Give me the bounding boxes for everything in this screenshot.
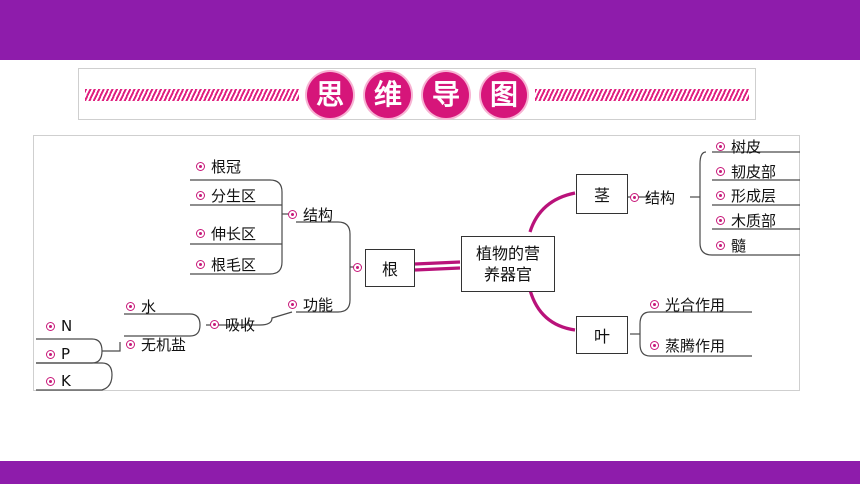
stem-structure-item-xylem: 木质部	[716, 210, 776, 231]
stem-node: 茎	[576, 174, 628, 214]
leaf-label: 分生区	[211, 187, 257, 205]
branch-label: 功能	[303, 296, 334, 314]
leaf-label: K	[61, 372, 71, 390]
root-structure-item-elongation: 伸长区	[196, 223, 256, 244]
stem-structure-label: 结构	[630, 187, 675, 208]
bullet-dot-icon	[716, 241, 725, 250]
bullet-dot-icon	[650, 341, 659, 350]
bullet-dot-icon	[716, 216, 725, 225]
center-node: 植物的营 养器官	[461, 236, 555, 292]
bullet-dot-icon	[630, 193, 639, 202]
stem-structure-item-phloem: 韧皮部	[716, 161, 776, 182]
bullet-dot-icon	[196, 229, 205, 238]
root-structure-item-root-hair: 根毛区	[196, 254, 256, 275]
stem-node-label: 茎	[593, 186, 610, 205]
absorb-item-water: 水	[126, 296, 156, 317]
title: 思 维 导 图	[307, 72, 529, 118]
mineral-item-n: N	[46, 317, 72, 335]
bullet-dot-icon	[46, 321, 55, 331]
root-node: 根	[365, 249, 415, 287]
leaf-label: 根毛区	[211, 256, 257, 274]
leaf-item-photosynthesis: 光合作用	[650, 294, 725, 315]
leaf-label: 根冠	[211, 158, 242, 176]
bullet-dot-icon	[716, 167, 725, 176]
leaf-label: 木质部	[731, 212, 777, 230]
leaf-label: 形成层	[731, 187, 777, 205]
title-banner: 思 维 导 图	[78, 68, 756, 120]
absorb-label: 吸收	[210, 314, 255, 335]
bullet-dot-icon	[716, 142, 725, 151]
bottom-bar	[0, 461, 860, 484]
branch-label: 吸收	[225, 316, 256, 334]
center-node-line-2: 养器官	[483, 265, 532, 284]
leaf-node: 叶	[576, 316, 628, 354]
bullet-dot-icon	[196, 162, 205, 171]
leaf-label: 无机盐	[141, 336, 187, 354]
leaf-label: N	[61, 317, 73, 335]
bullet-dot-icon	[196, 191, 205, 200]
mineral-item-p: P	[46, 345, 70, 363]
title-stripe-right	[535, 89, 749, 101]
title-char: 导	[423, 72, 469, 118]
leaf-label: 伸长区	[211, 225, 257, 243]
leaf-label: 光合作用	[665, 296, 726, 314]
root-structure-label: 结构	[288, 204, 333, 225]
absorb-item-minerals: 无机盐	[126, 334, 186, 355]
stem-structure-item-bark: 树皮	[716, 136, 761, 157]
bullet-dot-icon	[288, 210, 297, 219]
bullet-dot-icon	[46, 349, 55, 359]
title-char: 思	[307, 72, 353, 118]
mind-map-frame	[33, 135, 800, 391]
branch-label: 结构	[645, 189, 676, 207]
title-char: 图	[481, 72, 527, 118]
bullet-dot-icon	[650, 300, 659, 309]
title-char: 维	[365, 72, 411, 118]
stem-structure-item-cambium: 形成层	[716, 185, 776, 206]
root-structure-item-root-cap: 根冠	[196, 156, 241, 177]
leaf-node-label: 叶	[593, 327, 610, 346]
leaf-label: 髓	[731, 237, 747, 255]
bullet-dot-icon	[210, 320, 219, 329]
stem-structure-item-pith: 髓	[716, 235, 746, 256]
leaf-label: 韧皮部	[731, 163, 777, 181]
leaf-item-transpiration: 蒸腾作用	[650, 335, 725, 356]
leaf-label: P	[61, 345, 71, 363]
root-node-label: 根	[381, 260, 398, 279]
leaf-label: 蒸腾作用	[665, 337, 726, 355]
root-structure-item-meristem: 分生区	[196, 185, 256, 206]
leaf-label: 树皮	[731, 138, 762, 156]
branch-label: 结构	[303, 206, 334, 224]
bullet-dot-icon	[126, 340, 135, 349]
top-bar	[0, 0, 860, 60]
center-node-line-1: 植物的营	[475, 244, 540, 263]
root-junction-dot-icon	[353, 263, 362, 272]
title-stripe-left	[85, 89, 299, 101]
bullet-dot-icon	[716, 191, 725, 200]
leaf-label: 水	[141, 298, 157, 316]
root-function-label: 功能	[288, 294, 333, 315]
bullet-dot-icon	[46, 376, 55, 386]
bullet-dot-icon	[196, 260, 205, 269]
bullet-dot-icon	[288, 300, 297, 309]
bullet-dot-icon	[126, 302, 135, 311]
mineral-item-k: K	[46, 372, 71, 390]
